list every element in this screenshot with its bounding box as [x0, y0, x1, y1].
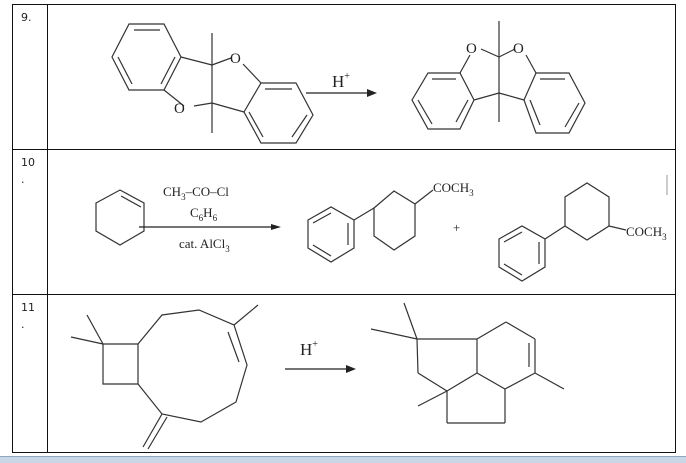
reaction-cell: CH3–CO–Cl C6H6 cat. AlCl3 COCH3 — [49, 150, 675, 294]
reaction-arrow — [139, 224, 281, 230]
substituent-label: COCH3 — [433, 180, 474, 198]
reaction-cell: H+ — [49, 295, 675, 452]
row-number-text: 11 — [21, 301, 35, 314]
reactant-9-structure — [111, 23, 314, 144]
reagent-text: H+ — [300, 339, 318, 359]
window-bottom-bar — [0, 456, 686, 463]
row-number-dot: . — [21, 173, 25, 186]
reaction-11-scheme: H+ — [70, 302, 565, 450]
row-number: 10 . — [13, 150, 48, 294]
product-11-structure — [370, 302, 565, 424]
oxygen-label: O — [230, 51, 241, 67]
oxygen-label: O — [513, 41, 524, 57]
product-9-structure — [411, 21, 586, 134]
oxygen-label: O — [174, 101, 185, 117]
row-number-dot: . — [21, 318, 25, 331]
reaction-arrow — [306, 89, 377, 97]
reaction-10-scheme: CH3–CO–Cl C6H6 cat. AlCl3 COCH3 — [95, 175, 668, 282]
cyclohexene-structure — [95, 189, 145, 246]
reaction-9-scheme: O O H+ — [111, 21, 586, 144]
table-row-11: 11 . H+ — [13, 294, 675, 453]
table-row-9: 9. — [13, 4, 675, 149]
substituent-label: COCH3 — [626, 224, 667, 242]
product-1-structure — [307, 189, 434, 263]
reaction-table: 9. — [12, 4, 676, 453]
row-number-text: 9. — [21, 11, 32, 24]
oxygen-label: O — [466, 41, 477, 57]
product-2-structure — [498, 182, 627, 282]
reaction-cell: O O H+ — [49, 5, 675, 149]
reagent-text: H+ — [332, 71, 350, 91]
reaction-arrow — [285, 365, 356, 373]
row-number-text: 10 — [21, 156, 35, 169]
row-number: 11 . — [13, 295, 48, 452]
caryophyllene-structure — [70, 304, 259, 450]
row-number: 9. — [13, 5, 48, 149]
reagent-text: CH3–CO–Cl — [163, 184, 229, 202]
reagent-text: cat. AlCl3 — [179, 236, 230, 254]
plus-sign: + — [453, 220, 460, 235]
reagent-text: C6H6 — [190, 205, 218, 223]
table-row-10: 10 . CH3–CO–Cl C6H6 cat. AlCl3 — [13, 149, 675, 294]
